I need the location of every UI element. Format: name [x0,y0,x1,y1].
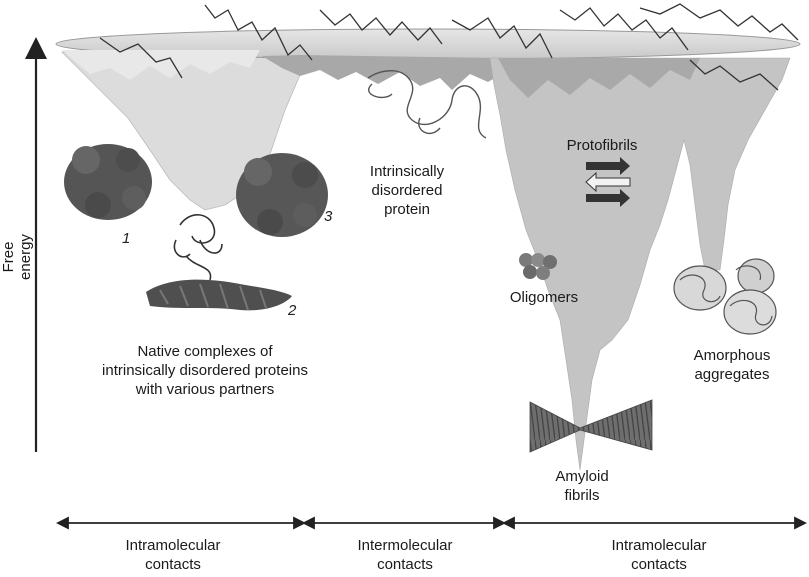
unfolded-chains [99,3,799,91]
region-1-label: Intramolecular contacts [98,536,248,574]
amyloid-fibrils-label: Amyloid fibrils [532,467,632,505]
complex-1-protein [64,144,152,220]
region-3-line-2: contacts [631,556,687,573]
region-3-label: Intramolecular contacts [584,536,734,574]
idp-chain [367,70,487,139]
idp-line-1: Intrinsically [369,163,445,180]
complex-2-protein [146,279,292,311]
region-1-line-1: Intramolecular [125,537,221,554]
amorphous-aggregates-label: Amorphous aggregates [672,346,792,384]
region-2-line-1: Intermolecular [357,537,453,554]
native-complexes-line-3: with various partners [135,381,275,398]
protofibril-arrows [585,157,631,207]
complex-3-number: 3 [324,208,333,225]
complex-3-protein [236,153,328,237]
amyloid-line-2: fibrils [564,487,600,504]
amorphous-aggregate-shapes [673,258,777,335]
left-funnel [61,51,301,211]
region-2-line-2: contacts [377,556,433,573]
region-arrows [55,516,808,530]
idp-label: Intrinsically disordered protein [352,162,462,219]
amorphous-line-2: aggregates [694,366,770,383]
amyloid-line-1: Amyloid [555,468,609,485]
region-2-label: Intermolecular contacts [330,536,480,574]
region-3-line-1: Intramolecular [611,537,707,554]
oligomer-spheres [519,253,557,280]
region-1-line-2: contacts [145,556,201,573]
complex-2-number: 2 [288,302,297,319]
amyloid-fibril [529,399,653,453]
free-energy-axis-label: Free energy [0,234,34,280]
idp-line-2: disordered [371,182,443,199]
bound-idp-ribbon [173,214,223,281]
complex-1-number: 1 [122,230,131,247]
amorphous-line-1: Amorphous [693,347,771,364]
right-funnel-shading [498,58,700,98]
native-complexes-line-2: intrinsically disordered proteins [102,362,308,379]
native-complexes-line-1: Native complexes of [137,343,273,360]
oligomers-label: Oligomers [509,289,579,306]
native-complexes-label: Native complexes of intrinsically disord… [60,342,350,399]
idp-line-3: protein [384,201,430,218]
left-funnel-shading [62,50,260,80]
protofibrils-label: Protofibrils [566,137,638,154]
